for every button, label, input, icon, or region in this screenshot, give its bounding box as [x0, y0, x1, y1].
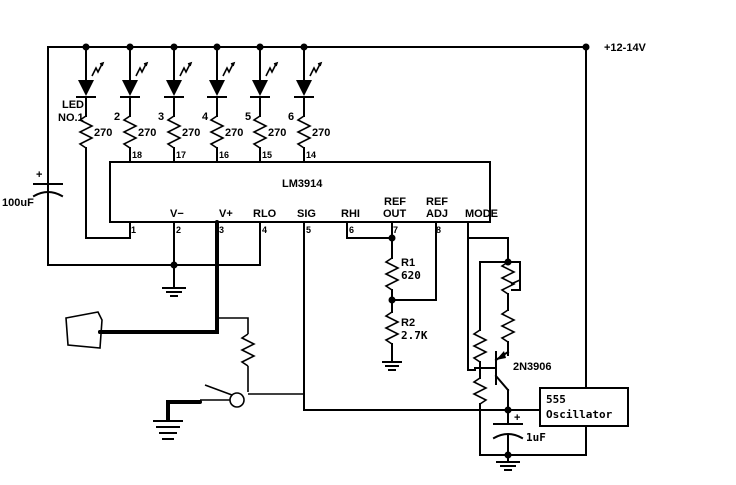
pin-18: 18	[132, 150, 142, 160]
pin-1: 1	[131, 225, 136, 235]
r2-name: R2	[401, 317, 415, 329]
sensor-probe	[65, 311, 304, 440]
led-column-1: LED NO.1 270	[58, 43, 112, 163]
led-3-resistor: 270	[182, 127, 200, 139]
pin-label-vminus: V−	[170, 208, 184, 220]
oscillator-box	[539, 387, 629, 427]
chip-name: LM3914	[282, 178, 323, 190]
led-5-resistor: 270	[268, 127, 286, 139]
led-1-resistor: 270	[94, 127, 112, 139]
led-column-6: 6 270 14	[288, 43, 330, 163]
led-column-2: 2 270 18	[114, 43, 156, 163]
r1-r2-divider: R1 620 R2 2.7K	[382, 237, 428, 371]
pin-label-ref-adj-b: ADJ	[426, 208, 448, 220]
supply-capacitor: + 100uF	[2, 169, 64, 209]
pin-17: 17	[176, 150, 186, 160]
supply-rail: +12-14V	[47, 42, 647, 389]
oscillator-section: 2N3906 + 1uF 555 Oscillator	[467, 237, 629, 471]
pin-label-ref-out-b: OUT	[383, 208, 407, 220]
led-4-label: 4	[202, 111, 209, 123]
led-4-resistor: 270	[225, 127, 243, 139]
transistor-label: 2N3906	[513, 361, 552, 373]
led-column-4: 4 270 16	[202, 43, 243, 163]
pin-8: 8	[436, 225, 441, 235]
led-1-label-b: NO.1	[58, 112, 84, 124]
pin-15: 15	[262, 150, 272, 160]
pin-16: 16	[219, 150, 229, 160]
timing-capacitor-label: 1uF	[526, 431, 546, 444]
pin-label-ref-out-a: REF	[384, 196, 406, 208]
led-column-5: 5 270 15	[245, 43, 286, 163]
supply-capacitor-label: 100uF	[2, 197, 34, 209]
pin-7: 7	[393, 225, 398, 235]
r2-value: 2.7K	[401, 329, 428, 342]
led-2-label: 2	[114, 111, 120, 123]
pin-label-mode: MODE	[465, 208, 498, 220]
oscillator-line2: Oscillator	[546, 408, 613, 421]
r1-value: 620	[401, 269, 421, 282]
pin-label-rlo: RLO	[253, 208, 277, 220]
pin-label-vplus: V+	[219, 208, 233, 220]
pin-label-rhi: RHI	[341, 208, 360, 220]
led-1-label-a: LED	[62, 99, 84, 111]
pin-4: 4	[262, 225, 267, 235]
led-6-label: 6	[288, 111, 294, 123]
r1-name: R1	[401, 257, 415, 269]
pin-5: 5	[306, 225, 311, 235]
led-3-label: 3	[158, 111, 164, 123]
svg-text:+: +	[36, 169, 42, 181]
led-2-resistor: 270	[138, 127, 156, 139]
led-5-label: 5	[245, 111, 251, 123]
svg-text:+: +	[514, 412, 520, 424]
supply-label: +12-14V	[604, 42, 647, 54]
led-6-resistor: 270	[312, 127, 330, 139]
led-column-3: 3 270 17	[158, 43, 200, 163]
pin-6: 6	[349, 225, 354, 235]
pin-label-sig: SIG	[297, 208, 316, 220]
pin-14: 14	[306, 150, 316, 160]
pin-3: 3	[219, 225, 224, 235]
pin-2: 2	[176, 225, 181, 235]
oscillator-line1: 555	[546, 393, 566, 406]
pin-label-ref-adj-a: REF	[426, 196, 448, 208]
lm3914-chip: LM3914 V− V+ RLO SIG RHI REF OUT REF ADJ…	[109, 161, 498, 235]
